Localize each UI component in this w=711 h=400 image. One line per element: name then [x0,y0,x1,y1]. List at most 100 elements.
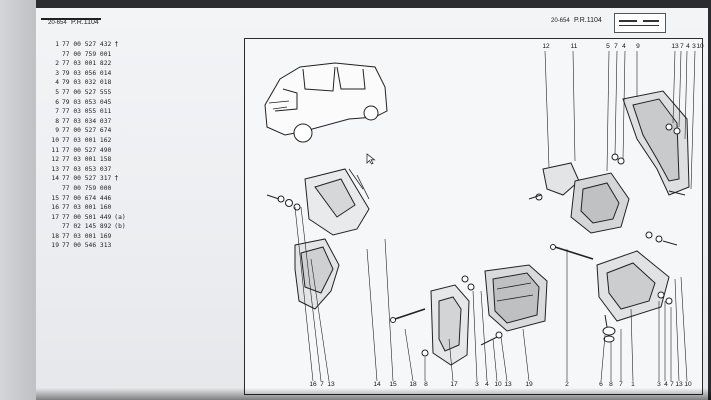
part-number: 79 03 053 045 [62,98,112,106]
part-number: 77 03 053 037 [62,165,112,173]
exploded-view-diagram: 12 11 5 7 4 9 13 7 4 3 10 16 7 13 14 15 … [244,38,704,395]
callout-18: 18 [409,381,417,388]
part-number: 77 03 001 160 [62,204,112,212]
screen-bottom-shadow [36,388,711,400]
callout-12: 12 [542,43,550,50]
callout-11: 11 [570,43,578,50]
callout-13b-bottom: 13 [504,381,512,388]
part-number: 77 00 759 001 [62,50,112,58]
part-number: 77 00 674 446 [62,194,112,202]
callout-13-bottom: 13 [327,381,335,388]
part-index: 13 [51,165,59,173]
part-index: 3 [55,69,59,77]
part-index: 6 [55,98,59,106]
part-number: 77 00 501 449 [62,213,112,221]
callout-10b-bottom: 10 [684,381,692,388]
callout-19: 19 [525,381,533,388]
exploded-view-drawing [264,50,696,382]
callout-8: 8 [424,381,428,388]
part-number: 77 00 759 000 [62,184,112,192]
part-number: 77 03 055 011 [62,108,112,116]
part-number: 77 00 527 317 [62,175,112,183]
callout-7b-bottom: 7 [619,381,623,388]
part-index: 10 [51,136,59,144]
part-index: 18 [51,232,59,240]
part-index: 7 [55,108,59,116]
part-number: 79 03 032 018 [62,79,112,87]
callout-4b-bottom: 4 [664,381,668,388]
mouse-pointer-icon [366,153,376,165]
callout-4b: 4 [686,43,690,50]
part-number: 77 03 001 169 [62,232,112,240]
part-row: 77 00 759 001 [47,50,157,60]
callout-6: 6 [599,381,603,388]
callout-4-bottom: 4 [485,381,489,388]
callout-1: 1 [631,381,635,388]
part-row: 77 00 759 000 [47,184,157,194]
callout-7-bottom: 7 [320,381,324,388]
part-index: 15 [51,194,59,202]
part-number: 77 00 527 674 [62,127,112,135]
part-number: 77 00 527 555 [62,88,112,96]
page-ref-left: 20-654 [48,20,67,26]
part-index: 14 [51,175,59,183]
part-number: 77 03 001 162 [62,136,112,144]
car-illustration-icon [264,62,388,143]
callout-7b: 7 [680,43,684,50]
part-index: 17 [51,213,59,221]
callout-10: 10 [696,43,704,50]
part-index: 12 [51,156,59,164]
callout-14: 14 [373,381,381,388]
pr-code-left: P.R.1104 [71,19,99,26]
callout-3-bottom: 3 [475,381,479,388]
part-index: 1 [55,41,59,48]
part-variant-note: (a) [114,213,126,221]
callout-4: 4 [622,43,626,50]
part-number: 77 03 001 158 [62,156,112,164]
part-index: 4 [55,79,59,87]
part-dagger-mark: † [114,174,119,183]
callout-3: 3 [692,43,696,50]
part-index: 9 [55,127,59,135]
part-index: 2 [55,60,59,68]
part-number: 77 03 034 037 [62,117,112,125]
part-dagger-mark: † [114,40,119,48]
header-rule [41,18,101,20]
callout-13: 13 [671,43,679,50]
callout-5: 5 [606,43,610,50]
part-row: 77 02 145 892(b) [47,222,157,232]
part-index: 16 [51,204,59,212]
page-ref-right: 20-654 [551,18,570,24]
bezel-corner-glyph [0,0,4,2]
callout-16: 16 [309,381,317,388]
callout-9: 9 [636,43,640,50]
callout-3b-bottom: 3 [657,381,661,388]
callout-8b-bottom: 8 [609,381,613,388]
section-thumbnail-icon [614,13,666,33]
part-variant-note: (b) [114,223,126,231]
callout-7c-bottom: 7 [670,381,674,388]
part-index: 11 [51,146,59,154]
part-number: 77 00 527 432 [62,41,112,48]
part-number: 77 00 546 313 [62,242,112,250]
callout-2: 2 [565,381,569,388]
